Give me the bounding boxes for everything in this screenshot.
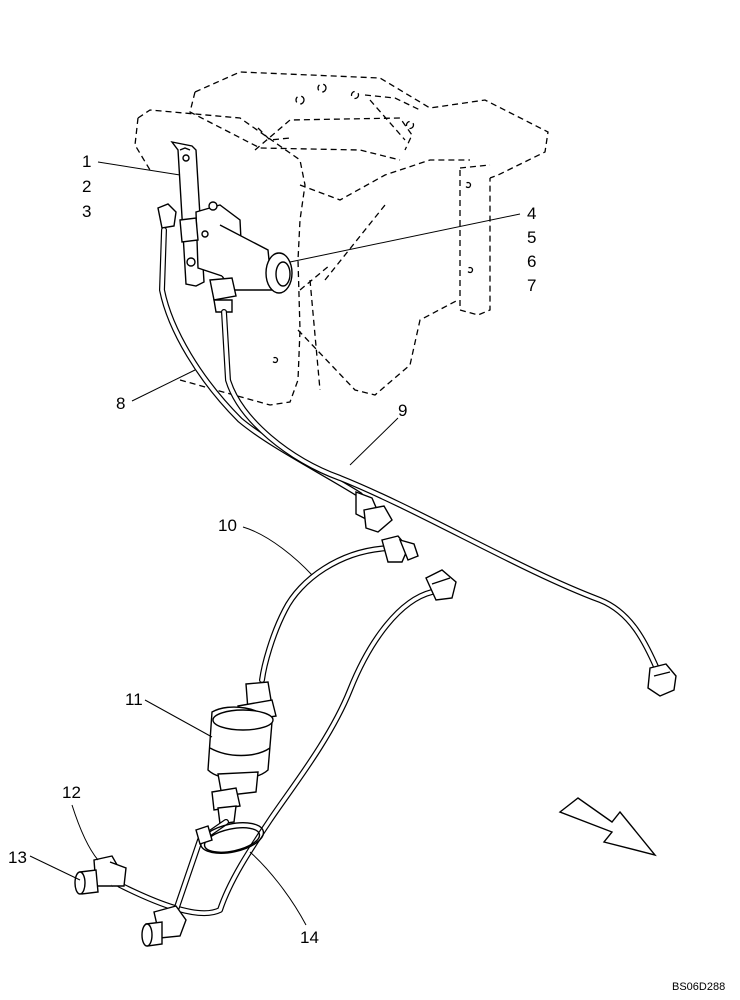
hose-9-end-fitting bbox=[647, 663, 677, 697]
mounting-bracket bbox=[170, 140, 205, 287]
frame-housing-outline bbox=[134, 71, 549, 406]
callout-10: 10 bbox=[218, 516, 237, 535]
hose-10 bbox=[259, 545, 393, 683]
hose-10-end-fitting bbox=[381, 535, 419, 563]
inline-filter bbox=[207, 681, 277, 825]
return-hose-fitting bbox=[425, 569, 457, 601]
hose-clamp bbox=[195, 822, 265, 854]
leader-lines bbox=[29, 161, 521, 926]
callout-2: 2 bbox=[82, 177, 91, 196]
callout-6: 6 bbox=[527, 252, 536, 271]
direction-arrow-icon bbox=[558, 797, 657, 857]
callout-4: 4 bbox=[527, 204, 536, 223]
hose-8-end-fitting bbox=[355, 490, 393, 533]
callout-12: 12 bbox=[62, 783, 81, 802]
callout-14: 14 bbox=[300, 928, 319, 947]
callout-3: 3 bbox=[82, 202, 91, 221]
callout-8: 8 bbox=[116, 394, 125, 413]
callout-13: 13 bbox=[8, 848, 27, 867]
lower-elbow-fitting bbox=[141, 905, 187, 947]
diagram-code: BS06D288 bbox=[672, 981, 725, 993]
callout-11: 11 bbox=[125, 690, 143, 709]
callout-labels: 1 2 3 4 5 6 7 8 9 10 11 12 13 14 bbox=[8, 152, 536, 947]
return-hose bbox=[117, 589, 435, 917]
hose-9 bbox=[221, 309, 663, 679]
callout-5: 5 bbox=[527, 228, 536, 247]
callout-9: 9 bbox=[398, 401, 407, 420]
callout-7: 7 bbox=[527, 276, 536, 295]
tee-fitting bbox=[74, 855, 127, 895]
solenoid-valve bbox=[157, 201, 293, 313]
callout-1: 1 bbox=[82, 152, 91, 171]
